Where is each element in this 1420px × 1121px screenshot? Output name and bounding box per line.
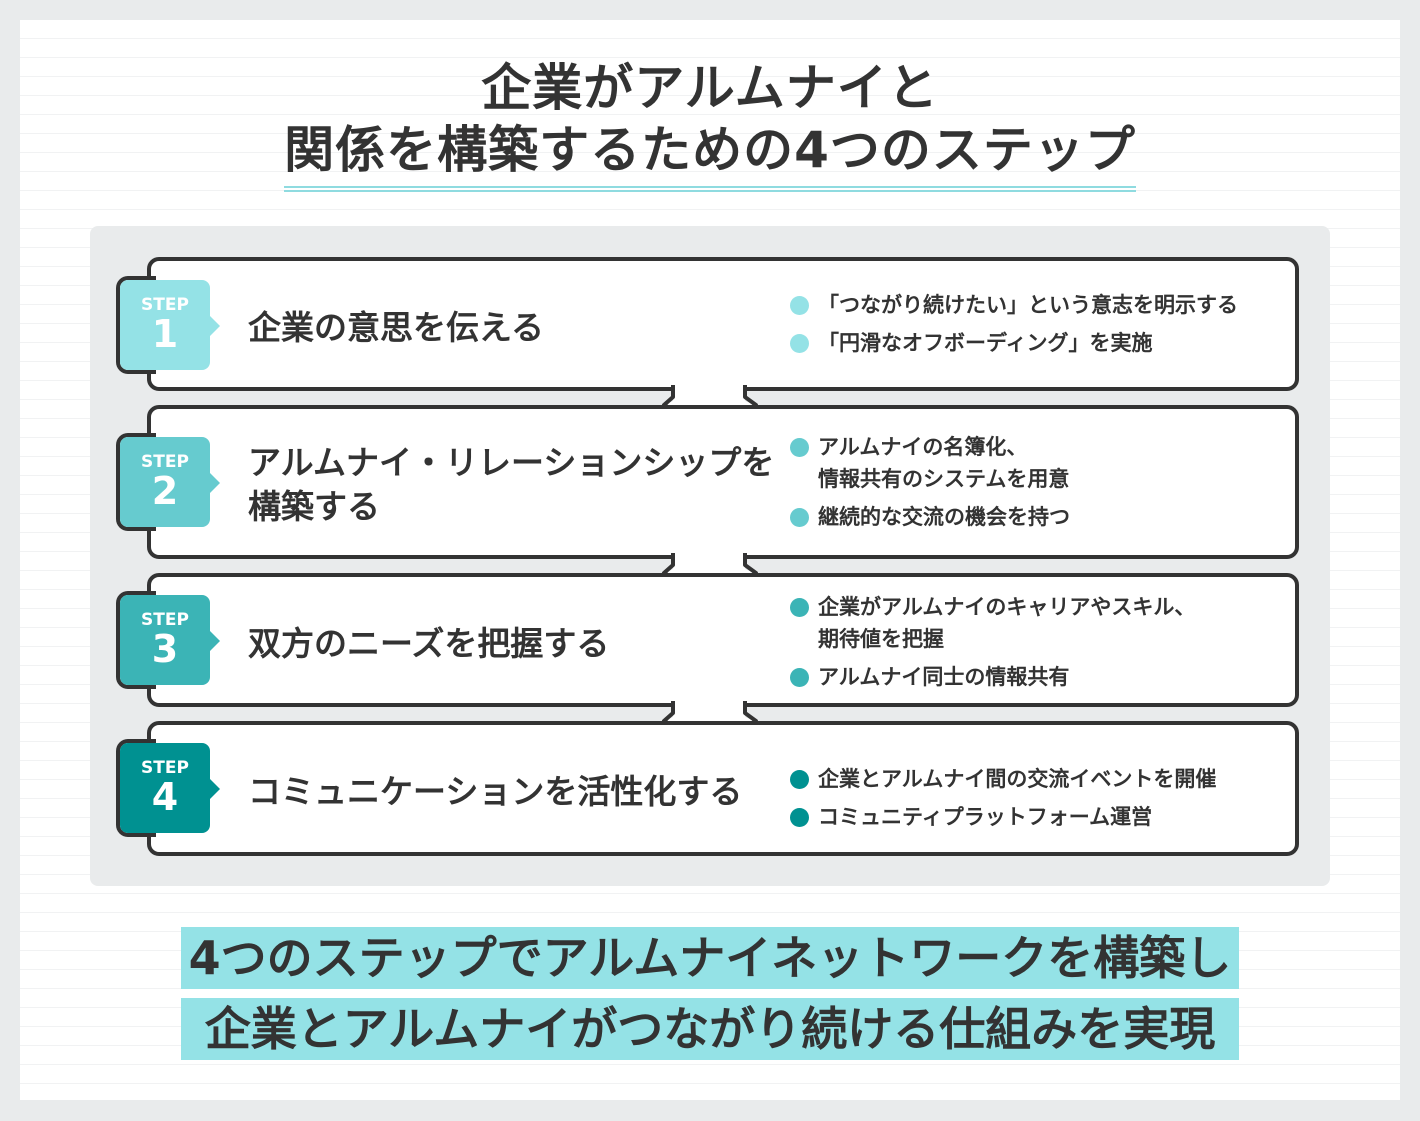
step-badge-3: STEP 3: [120, 595, 220, 685]
step-heading: 企業の意思を伝える: [248, 306, 544, 350]
bullet-item: 企業がアルムナイのキャリアやスキル、期待値を把握: [790, 591, 1195, 655]
title-line-2: 関係を構築するための4つのステップ: [0, 118, 1420, 192]
step-number: 4: [151, 775, 179, 819]
step-heading-line: 企業の意思を伝える: [248, 308, 545, 347]
bullet-text: 「つながり続けたい」という意志を明示する: [818, 293, 1238, 317]
step-bullets: 企業とアルムナイ間の交流イベントを開催コミュニティプラットフォーム運営: [790, 763, 1216, 839]
bullet-text: 継続的な交流の機会を持つ: [818, 505, 1070, 529]
title-line-2-text: 関係を構築するための4つのステップ: [284, 118, 1136, 192]
bullet-dot-icon: [790, 438, 809, 457]
step-label: STEP: [141, 295, 189, 315]
bullet-dot-icon: [790, 808, 809, 827]
bullet-item: 「つながり続けたい」という意志を明示する: [790, 289, 1238, 321]
step-badge-4: STEP 4: [120, 743, 220, 833]
bullet-text: アルムナイの名簿化、: [818, 435, 1028, 459]
step-number: 3: [151, 627, 179, 671]
bullet-dot-icon: [790, 508, 809, 527]
step-card-1: 企業の意思を伝える 「つながり続けたい」という意志を明示する「円滑なオフボーディ…: [147, 257, 1299, 391]
step-heading: 双方のニーズを把握する: [248, 622, 609, 666]
step-heading: アルムナイ・リレーションシップを構築する: [248, 441, 774, 529]
step-heading-line: 双方のニーズを把握する: [248, 624, 610, 663]
title-line-1: 企業がアルムナイと: [481, 59, 939, 117]
step-heading-line: コミュニケーションを活性化する: [248, 772, 743, 811]
bullet-item: コミュニティプラットフォーム運営: [790, 801, 1216, 833]
step-heading: コミュニケーションを活性化する: [248, 770, 742, 814]
bullet-text: 「円滑なオフボーディング」を実施: [818, 331, 1153, 355]
bullet-item: 企業とアルムナイ間の交流イベントを開催: [790, 763, 1216, 795]
bullet-text: 期待値を把握: [818, 627, 944, 651]
step-card-3: 双方のニーズを把握する 企業がアルムナイのキャリアやスキル、期待値を把握アルムナ…: [147, 573, 1299, 707]
bullet-dot-icon: [790, 598, 809, 617]
step-bullets: 企業がアルムナイのキャリアやスキル、期待値を把握アルムナイ同士の情報共有: [790, 591, 1195, 699]
bullet-item: 継続的な交流の機会を持つ: [790, 501, 1070, 533]
step-card-4: コミュニケーションを活性化する 企業とアルムナイ間の交流イベントを開催コミュニテ…: [147, 721, 1299, 856]
bullet-text: 企業がアルムナイのキャリアやスキル、: [818, 595, 1196, 619]
step-bullets: 「つながり続けたい」という意志を明示する「円滑なオフボーディング」を実施: [790, 289, 1238, 365]
bullet-dot-icon: [790, 296, 809, 315]
step-label: STEP: [141, 452, 189, 472]
bullet-dot-icon: [790, 334, 809, 353]
bullet-text: アルムナイ同士の情報共有: [818, 665, 1070, 689]
bullet-text: 情報共有のシステムを用意: [818, 467, 1070, 491]
bullet-dot-icon: [790, 668, 809, 687]
step-number: 1: [151, 312, 179, 356]
bullet-text: 企業とアルムナイ間の交流イベントを開催: [818, 767, 1217, 791]
bullet-item: アルムナイの名簿化、情報共有のシステムを用意: [790, 431, 1070, 495]
summary-line-2: 企業とアルムナイがつながり続ける仕組みを実現: [181, 998, 1239, 1060]
step-label: STEP: [141, 610, 189, 630]
bullet-item: アルムナイ同士の情報共有: [790, 661, 1195, 693]
step-number: 2: [151, 469, 179, 513]
bullet-dot-icon: [790, 770, 809, 789]
step-card-2: アルムナイ・リレーションシップを構築する アルムナイの名簿化、情報共有のシステム…: [147, 405, 1299, 559]
step-badge-2: STEP 2: [120, 437, 220, 527]
step-badge-1: STEP 1: [120, 280, 220, 370]
step-heading-line: 構築する: [248, 487, 380, 526]
bullet-text: コミュニティプラットフォーム運営: [818, 805, 1153, 829]
step-bullets: アルムナイの名簿化、情報共有のシステムを用意継続的な交流の機会を持つ: [790, 431, 1070, 539]
step-heading-line: アルムナイ・リレーションシップを: [248, 443, 775, 482]
bullet-item: 「円滑なオフボーディング」を実施: [790, 327, 1238, 359]
summary-line-1: 4つのステップでアルムナイネットワークを構築し: [181, 927, 1239, 989]
step-label: STEP: [141, 758, 189, 778]
